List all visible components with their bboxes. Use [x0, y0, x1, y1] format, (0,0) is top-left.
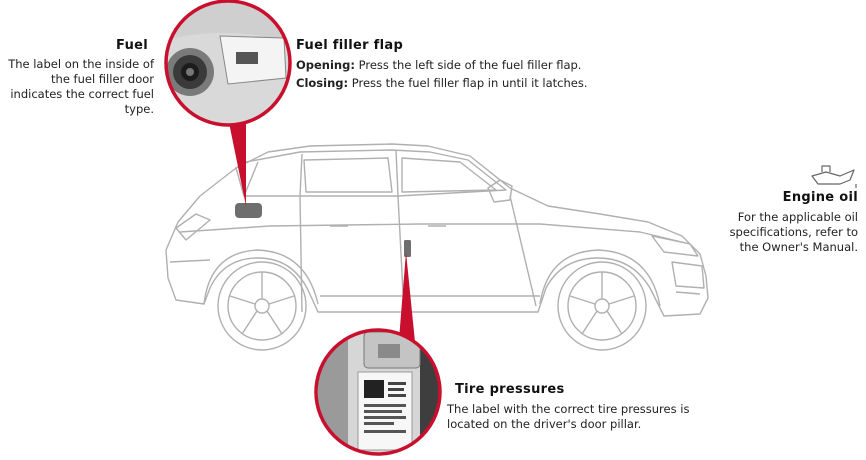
fuel-filler-opening: Opening: Press the left side of the fuel…	[296, 58, 581, 73]
front-wheel	[557, 261, 647, 351]
rear-wheel	[217, 261, 307, 351]
fuel-inset	[164, 0, 292, 127]
fuel-callout-pointer	[226, 108, 246, 206]
tire-pressures-title: Tire pressures	[455, 382, 565, 397]
tire-callout-pointer	[398, 252, 416, 352]
engine-oil-title: Engine oil	[782, 190, 858, 205]
closing-label: Closing:	[296, 76, 349, 90]
oil-can-icon	[811, 165, 857, 188]
closing-text: Press the fuel filler flap in until it l…	[348, 76, 588, 90]
suv-outline	[165, 143, 709, 317]
fuel-flap-marker	[235, 203, 262, 218]
tire-pressures-description: The label with the correct tire pressure…	[447, 402, 690, 431]
fuel-filler-closing: Closing: Press the fuel filler flap in u…	[296, 76, 588, 91]
door-pillar-marker	[404, 240, 411, 257]
fuel-title: Fuel	[116, 38, 148, 53]
fuel-description: The label on the inside of the fuel fill…	[8, 57, 154, 116]
engine-oil-description: For the applicable oil specifications, r…	[729, 210, 858, 254]
fuel-filler-flap-title: Fuel filler flap	[296, 38, 404, 53]
tire-inset	[314, 328, 442, 456]
opening-label: Opening:	[296, 58, 355, 72]
opening-text: Press the left side of the fuel filler f…	[354, 58, 582, 72]
